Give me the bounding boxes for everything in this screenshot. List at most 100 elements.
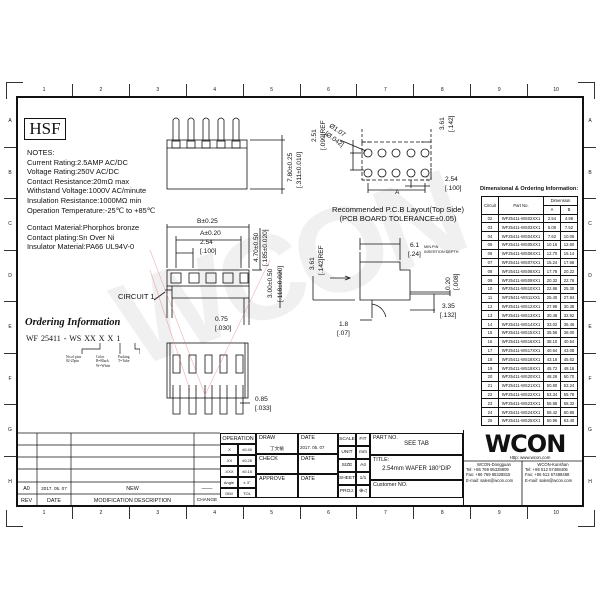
cell-b: 22.76: [560, 275, 578, 285]
check-label: CHECK: [259, 456, 278, 462]
customer-no-label: Customer NO.: [373, 482, 408, 488]
row-label: H: [588, 478, 592, 485]
scale-label: SCALE: [338, 433, 356, 446]
pcb-caption-line: Recommended P.C.B Layout(Top Side): [332, 205, 464, 214]
col-label: 7: [357, 507, 415, 519]
cell-circuit: 07: [481, 257, 499, 268]
cell-b: 43.08: [560, 345, 578, 356]
cell-circuit: 18: [481, 354, 499, 365]
cell-a: 15.24: [543, 257, 561, 268]
cell-b: 50.70: [560, 371, 578, 382]
proj-label: PROJ.: [338, 485, 356, 498]
approve-date-cell: DATE: [298, 474, 338, 498]
cell-part: WF25411-WS08XX1: [498, 266, 544, 277]
cell-a: 10.16: [543, 239, 561, 250]
material-line: Contact Material:Phorphos bronze: [27, 223, 140, 232]
col-label: 9: [471, 507, 529, 519]
material-line: Insulator Material:PA66 UL94V-0: [27, 242, 135, 252]
notes-block: NOTES: Current Rating:2.5AMP AC/DC Volta…: [27, 148, 155, 215]
dim-a: A±0.20: [200, 230, 221, 237]
th-circuit: Circuit: [481, 196, 499, 215]
part-no-label: PART NO.: [373, 435, 398, 441]
legend-value: B=Black W=White: [96, 359, 111, 368]
cell-a: 2.54: [543, 213, 561, 224]
cell-circuit: 17: [481, 345, 499, 356]
cell-part: WF25411-WS12XX1: [498, 301, 544, 312]
cell-part: WF25411-WS16XX1: [498, 336, 544, 347]
tol-value: TOL: [238, 488, 256, 498]
cell-b: 40.54: [560, 336, 578, 347]
operation-header: OPERATION: [220, 433, 256, 444]
cell-part: WF25411-WS15XX1: [498, 327, 544, 338]
cell-circuit: 10: [481, 283, 499, 294]
legend-value: T=Tube: [118, 359, 130, 364]
cell-a: 5.08: [543, 222, 561, 233]
sheet-label: SHEET: [338, 472, 356, 485]
tol-key: .X: [220, 444, 238, 455]
size-value: A4: [356, 459, 370, 472]
col-label: 10: [553, 510, 559, 516]
th-a: A: [543, 204, 561, 215]
dim-020: 0.20: [445, 277, 452, 290]
date-label: DATE: [301, 476, 315, 482]
insertion-note-1: MIN.PIN: [424, 245, 439, 249]
cell-part: WF25411-WS05XX1: [498, 239, 544, 250]
note-line: Current Rating:2.5AMP AC/DC: [27, 157, 128, 167]
dim-300-in: [.118±0.020]: [277, 265, 284, 302]
th-b: B: [560, 204, 578, 215]
row-ruler-right: A B C D E F G H: [584, 96, 596, 507]
date-header: DATE: [47, 497, 61, 504]
tol-value: ±0.15: [238, 466, 256, 477]
dim-61: 6.1: [410, 242, 420, 249]
dim-075: 0.75: [215, 316, 228, 323]
rev-header: REV: [20, 497, 33, 504]
pcb-layout-caption: Recommended P.C.B Layout(Top Side) (PCB …: [318, 205, 478, 223]
revision-grid: [16, 432, 220, 507]
dim-61-in: [.24]: [408, 251, 421, 258]
row-label: B: [584, 148, 596, 199]
col-label: 1: [16, 84, 73, 96]
col-label: 3: [130, 507, 187, 519]
dim-pcb-pitch-in: [.100]: [445, 185, 462, 192]
hsf-badge: HSF: [24, 118, 66, 140]
cell-a: 33.02: [543, 319, 561, 329]
rev-value: A0: [23, 485, 30, 492]
cell-circuit: 21: [481, 380, 499, 391]
cell-b: 55.78: [560, 389, 578, 400]
dim-side-361: 3.61: [309, 257, 316, 270]
dim-470-in: [.185±0.020]: [262, 229, 269, 266]
office-email: E-mail: sales@wcon.com: [466, 477, 514, 483]
cell-part: WF25411-WS11XX1: [498, 292, 544, 303]
dim-pcb-361: 3.61: [439, 117, 446, 130]
cell-b: 25.30: [560, 283, 578, 294]
cell-b: 63.40: [560, 415, 578, 426]
cell-circuit: 03: [481, 222, 499, 233]
ordering-leaders: [81, 343, 140, 354]
cell-part: WF25411-WS06XX1: [498, 248, 544, 259]
note-line: Withstand Voltage:1000V AC/minute: [27, 186, 147, 196]
company-block: [463, 430, 585, 507]
col-label: 3: [130, 84, 187, 96]
cell-a: 22.86: [543, 283, 561, 294]
col-label: 8: [414, 84, 472, 96]
row-label: C: [4, 199, 16, 251]
date-label: DATE: [301, 435, 315, 441]
cell-b: 27.84: [560, 292, 578, 303]
office-tel: Tel: +86 512 57488406: [525, 467, 568, 473]
dim-height-in: [.311±0.010]: [296, 151, 303, 188]
office-name: WCON-Dongguan: [477, 462, 511, 467]
cell-circuit: 06: [481, 248, 499, 259]
cell-part: WF25411-WS07XX1: [498, 257, 544, 268]
